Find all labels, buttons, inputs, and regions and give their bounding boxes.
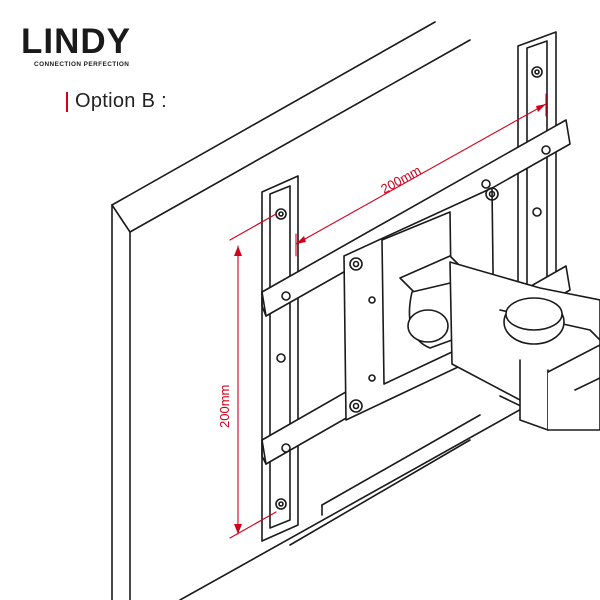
brand-name: LINDY <box>21 22 131 61</box>
option-accent-bar <box>66 92 68 112</box>
brand-tagline: CONNECTION PERFECTION <box>34 61 130 68</box>
vertical-dimension <box>229 213 277 539</box>
option-label: Option B : <box>75 90 167 112</box>
horizontal-dimension <box>295 93 547 257</box>
horizontal-dimension-label: 200mm <box>378 162 423 196</box>
horizontal-dimension-line <box>295 103 547 245</box>
left-vertical-rail <box>261 175 299 542</box>
vertical-dimension-label: 200mm <box>217 385 232 428</box>
brand-logo: LINDY <box>21 22 131 62</box>
top-horizontal-bracket <box>261 119 571 317</box>
mount-arm <box>399 255 600 431</box>
